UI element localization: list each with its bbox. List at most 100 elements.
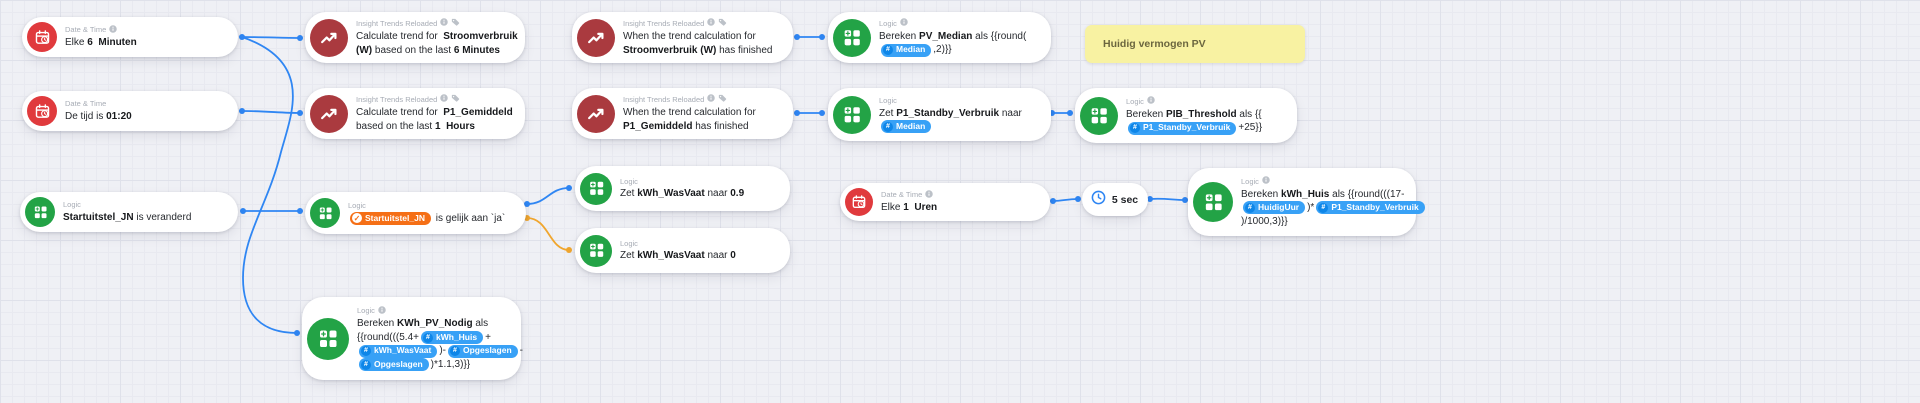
field-value[interactable]: Hours xyxy=(446,120,475,132)
connector-dot[interactable] xyxy=(240,208,246,214)
note-huidig-vermogen-pv[interactable]: Huidig vermogen PV xyxy=(1085,25,1305,63)
info-icon[interactable] xyxy=(1262,176,1270,186)
condition-startuitstel-gelijk-ja[interactable]: Logic✓Startuitstel_JN is gelijk aan `ja` xyxy=(305,192,526,234)
info-icon[interactable] xyxy=(440,18,449,28)
wire-elke6-to-calctrend[interactable] xyxy=(241,36,301,39)
delay-5-sec[interactable]: 5 sec xyxy=(1082,183,1148,216)
field-value[interactable]: PIB_Threshold xyxy=(1166,108,1237,120)
connector-dot[interactable] xyxy=(239,108,245,114)
field-value[interactable]: Uren xyxy=(914,202,938,213)
connector-dot[interactable] xyxy=(1050,198,1056,204)
connector-dot[interactable] xyxy=(794,110,800,116)
token-chip[interactable]: #P1_Standby_Verbruik xyxy=(1316,201,1425,215)
connector-dot[interactable] xyxy=(297,35,303,41)
field-value[interactable]: 01:20 xyxy=(106,110,132,122)
field-value[interactable]: Stroomverbruik xyxy=(443,31,518,43)
token-chip[interactable]: #Opgeslagen xyxy=(359,358,429,371)
token-chip[interactable]: ✓Startuitstel_JN xyxy=(350,211,431,225)
wire-gelijk-true-to-zet09[interactable] xyxy=(526,187,570,205)
info-icon[interactable] xyxy=(378,306,386,316)
field-value[interactable]: PV_Median xyxy=(919,30,973,42)
field-value[interactable]: Startuitstel_JN xyxy=(63,211,134,223)
card-text-line: Bereken KWh_PV_Nodig als xyxy=(357,317,508,331)
field-value[interactable]: 0 xyxy=(730,250,736,261)
info-icon[interactable] xyxy=(707,94,716,104)
field-value[interactable]: 1 xyxy=(903,202,909,213)
field-value[interactable]: P1_Gemiddeld xyxy=(623,120,693,132)
field-value[interactable]: 1 xyxy=(434,120,441,132)
connector-dot[interactable] xyxy=(1075,196,1081,202)
logic-variables-icon xyxy=(1080,96,1118,135)
static-text: Zet xyxy=(620,250,638,261)
wire-elke1uren-to-delay[interactable] xyxy=(1052,198,1079,202)
wire-tijd-to-calctrend-p1[interactable] xyxy=(241,110,301,114)
field-value[interactable]: KWh_PV_Nodig xyxy=(397,318,473,330)
field-value[interactable]: 0.9 xyxy=(730,188,745,199)
token-chip[interactable]: #Median xyxy=(881,120,932,133)
info-icon[interactable] xyxy=(1147,96,1155,106)
info-icon[interactable] xyxy=(900,18,908,28)
tag-icon[interactable] xyxy=(718,94,727,105)
wire-elke6-to-kwhpvnodig[interactable] xyxy=(241,36,298,334)
connector-dot[interactable] xyxy=(297,208,303,214)
info-icon[interactable] xyxy=(925,189,934,200)
field-value[interactable]: P1_Standby_Verbruik xyxy=(896,107,1000,119)
connector-dot[interactable] xyxy=(297,110,303,116)
connector-dot[interactable] xyxy=(819,34,825,40)
wire-gelijk-false-to-zet0[interactable] xyxy=(526,217,570,251)
info-icon[interactable] xyxy=(109,24,118,35)
card-app-header: Logic xyxy=(879,96,1022,105)
field-value[interactable]: 6 xyxy=(87,37,93,48)
connector-dot[interactable] xyxy=(566,247,572,253)
tag-icon[interactable] xyxy=(451,94,460,105)
token-label: Opgeslagen xyxy=(374,358,423,369)
hash-icon: # xyxy=(883,121,893,132)
connector-dot[interactable] xyxy=(1182,197,1188,203)
field-value[interactable]: Minuten xyxy=(98,37,137,48)
field-value[interactable]: (W) xyxy=(356,44,373,56)
field-value[interactable]: kWh_Huis xyxy=(1281,188,1330,200)
token-chip[interactable]: #Median xyxy=(881,43,932,57)
connector-dot[interactable] xyxy=(566,185,572,191)
connector-dot[interactable] xyxy=(819,110,825,116)
field-value[interactable]: Minutes xyxy=(462,44,500,56)
field-value[interactable]: P1_Gemiddeld xyxy=(443,107,513,119)
info-icon[interactable] xyxy=(440,94,449,104)
info-icon[interactable] xyxy=(707,18,716,28)
delay-duration[interactable]: 5 sec xyxy=(1111,193,1139,206)
token-chip[interactable]: #Opgeslagen xyxy=(448,344,518,358)
token-chip[interactable]: #kWh_WasVaat xyxy=(359,344,438,358)
wire-delay-to-kwhhuis[interactable] xyxy=(1149,197,1186,201)
static-text: is veranderd xyxy=(133,211,192,223)
connector-dot[interactable] xyxy=(1067,110,1073,116)
tag-icon[interactable] xyxy=(718,18,727,29)
field-value[interactable]: kWh_WasVaat xyxy=(637,250,705,261)
token-chip[interactable]: #kWh_Huis xyxy=(421,331,484,344)
field-value[interactable]: 6 xyxy=(453,44,460,56)
field-value[interactable]: Stroomverbruik (W) xyxy=(623,44,717,56)
connector-dot[interactable] xyxy=(524,201,530,207)
token-chip[interactable]: #P1_Standby_Verbruik xyxy=(1128,121,1237,135)
connector-dot[interactable] xyxy=(294,330,300,336)
connector-dot[interactable] xyxy=(1147,196,1153,202)
tag-icon[interactable] xyxy=(451,18,460,29)
connector-dot[interactable] xyxy=(794,34,800,40)
field-value[interactable]: kWh_WasVaat xyxy=(637,188,705,199)
token-chip[interactable]: #HuidigUur xyxy=(1243,201,1306,215)
